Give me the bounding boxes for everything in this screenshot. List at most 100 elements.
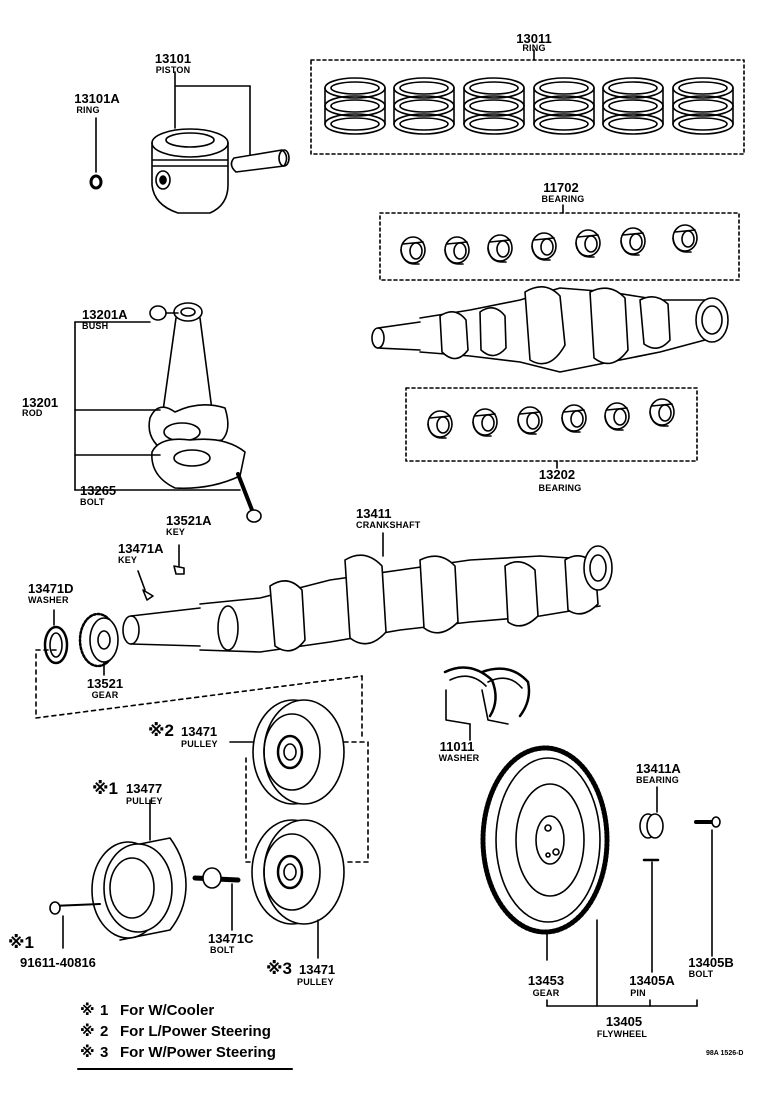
pulley-13471-L-power-steering	[229, 699, 345, 805]
legend-item-1: ※ 1 For W/Cooler	[80, 1002, 214, 1020]
label-13411A-name: BEARING	[636, 775, 679, 785]
crankshaft-13411	[122, 532, 613, 653]
legend-mark: ※	[80, 1002, 95, 1019]
label-13471A-number: 13471A	[118, 541, 164, 556]
legend-text: For W/Cooler	[120, 1002, 215, 1019]
label-13453-number: 13453	[527, 973, 565, 988]
piston-ring-stack	[324, 77, 386, 135]
label-91611-mark1: ※1	[8, 933, 34, 952]
rod-bearing-shell	[561, 404, 587, 433]
piston-ring-set-13011	[310, 49, 745, 155]
connecting-rod-13201	[74, 302, 262, 523]
assembly-dashed-guide	[35, 649, 369, 863]
label-11011-number: 11011	[439, 739, 475, 754]
washer-13471D	[43, 609, 69, 665]
label-13521-name: GEAR	[91, 690, 119, 700]
label-11011-name: WASHER	[438, 753, 480, 763]
main-bearing-shell	[400, 236, 426, 265]
piston-ring-stack	[672, 77, 734, 135]
rod-bearing-shell	[649, 398, 675, 427]
label-13405-name: FLYWHEEL	[596, 1029, 648, 1039]
label-13471A-name: KEY	[118, 555, 138, 565]
piston-ring-stack	[602, 77, 664, 135]
key-13521A	[173, 544, 185, 575]
legend-mark: ※	[80, 1023, 95, 1040]
pulley-13477-cooler	[49, 799, 187, 949]
main-bearing-shell	[620, 227, 646, 256]
label-13405A-number: 13405A	[629, 973, 675, 988]
label-13405-number: 13405	[605, 1014, 643, 1029]
label-13265-number: 13265	[80, 483, 117, 498]
legend-number: 3	[100, 1044, 109, 1061]
label-13521-number: 13521	[86, 676, 124, 691]
piston-ring-stack	[393, 77, 455, 135]
label-13411-number: 13411	[356, 506, 392, 521]
label-13202-name: BEARING	[538, 483, 582, 493]
label-13405A-name: PIN	[630, 988, 646, 998]
legend-text: For W/Power Steering	[120, 1044, 276, 1061]
label-13477-name: PULLEY	[126, 796, 163, 806]
rod-bearing-shell	[472, 408, 498, 437]
label-13471-pulley-name-b: PULLEY	[297, 977, 334, 987]
label-13471C-name: BOLT	[210, 945, 235, 955]
label-13201-number: 13201	[22, 395, 59, 410]
rod-bearing-set-13202	[405, 387, 698, 469]
pulley-13471-W-power-steering	[251, 819, 345, 959]
key-13471A	[137, 570, 154, 601]
label-13202-number: 13202	[538, 467, 576, 482]
label-13471D-number: 13471D	[28, 581, 74, 596]
rod-bearing-shell	[604, 402, 630, 431]
piston-ring-stack	[463, 77, 525, 135]
legend-mark: ※	[80, 1044, 95, 1061]
pin-13405A	[642, 858, 660, 973]
legend-number: 1	[100, 1002, 109, 1019]
bolt-13471C	[192, 867, 241, 931]
label-11702-name: BEARING	[541, 194, 585, 204]
legend-text: For L/Power Steering	[120, 1023, 271, 1040]
label-11702-number: 11702	[543, 180, 579, 195]
piston-ring-stack	[533, 77, 595, 135]
figure-code: 98A 1526-D	[706, 1050, 744, 1057]
pilot-bearing-13411A	[639, 786, 664, 839]
piston-13101	[151, 71, 290, 214]
label-13471-mark2: ※2	[148, 721, 174, 740]
label-13521A-name: KEY	[166, 527, 186, 537]
rod-bearing-shell	[427, 410, 453, 439]
label-13471D-name: WASHER	[28, 595, 69, 605]
label-13265-name: BOLT	[80, 497, 105, 507]
label-13405B-number: 13405B	[688, 955, 734, 970]
label-13011-name: RING	[522, 43, 546, 53]
label-13411-name: CRANKSHAFT	[356, 520, 421, 530]
main-bearing-shell	[487, 234, 513, 263]
upper-crankshaft-view	[371, 286, 729, 373]
main-bearing-shell	[672, 224, 698, 253]
label-13471C-number: 13471C	[208, 931, 254, 946]
label-13471-pulley-name-a: PULLEY	[181, 739, 218, 749]
label-13011-number: 13011	[516, 31, 552, 46]
thrust-washers-11011	[443, 666, 531, 741]
label-13453-name: GEAR	[532, 988, 560, 998]
label-13411A-number: 13411A	[636, 761, 681, 776]
label-13471-pulley-number-b: 13471	[299, 962, 336, 977]
flywheel-13405	[480, 745, 698, 1007]
main-bearing-shell	[444, 236, 470, 265]
label-13101-number: 13101	[154, 51, 192, 66]
rod-bearing-shell	[517, 406, 543, 435]
label-13405B-name: BOLT	[688, 969, 714, 979]
label-13521A-number: 13521A	[166, 513, 212, 528]
label-13477-number: 13477	[126, 781, 163, 796]
main-bearing-shell	[575, 229, 601, 258]
label-13471-mark3: ※3	[266, 959, 292, 978]
legend-item-3: ※ 3 For W/Power Steering	[80, 1044, 276, 1062]
label-13101A-number: 13101A	[74, 91, 120, 106]
label-13201A-number: 13201A	[82, 307, 128, 322]
label-13471-pulley-number-a: 13471	[181, 724, 218, 739]
label-91611-40816-number: 91611-40816	[20, 955, 96, 970]
label-13201-name: ROD	[22, 408, 43, 418]
bolt-13405B	[694, 816, 721, 957]
label-13477-mark1: ※1	[92, 779, 118, 798]
main-bearing-shell	[531, 232, 557, 261]
